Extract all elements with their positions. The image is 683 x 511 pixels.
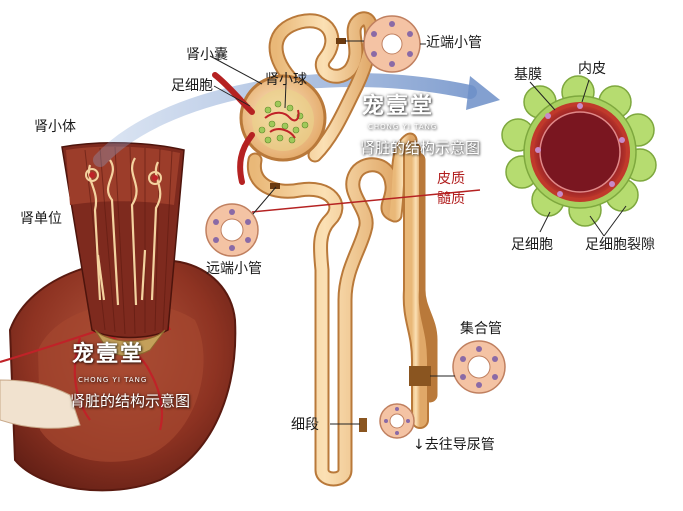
renal-corpuscle-detail [212, 72, 327, 185]
label-collecting-duct: 集合管 [460, 321, 502, 337]
distal-tubule-cross-section [205, 203, 259, 257]
label-to-ureter: ↓去往导尿管 [413, 437, 495, 453]
cortex-medulla-boundary [251, 189, 481, 213]
label-bowman-capsule: 肾小囊 [186, 47, 228, 63]
label-cortex: 皮质 [437, 171, 465, 187]
label-medulla: 髓质 [437, 191, 465, 207]
label-basement-membrane: 基膜 [514, 67, 542, 83]
nephron-tubule [246, 11, 438, 487]
kidney-cross-section [0, 258, 237, 492]
proximal-tubule-cross-section [363, 15, 421, 73]
label-distal-tubule: 远端小管 [206, 261, 262, 277]
watermark-romanized-1: CHONG YI TANG [368, 123, 438, 131]
watermark-brand-1: 宠壹堂 [362, 94, 435, 119]
watermark-brand-2: 宠壹堂 [72, 342, 145, 367]
capillary-cross-section [501, 75, 657, 227]
watermark-caption-1: 肾脏的结构示意图 [360, 139, 481, 157]
watermark-caption-2: 肾脏的结构示意图 [70, 392, 191, 410]
label-thin-segment: 细段 [291, 417, 319, 433]
thin-segment-cross-section [379, 403, 415, 439]
label-podocyte-top: 足细胞 [171, 78, 213, 94]
label-nephron: 肾单位 [20, 211, 62, 227]
label-renal-corpuscle: 肾小体 [34, 119, 76, 135]
label-proximal-tubule: 近端小管 [426, 35, 482, 51]
label-podocyte-bottom: 足细胞 [511, 237, 553, 253]
collecting-duct-cross-section [452, 340, 506, 394]
watermark-romanized-2: CHONG YI TANG [78, 376, 148, 384]
label-endothelium: 内皮 [578, 61, 606, 77]
leader-lines [209, 40, 627, 425]
label-glomerulus: 肾小球 [265, 72, 307, 88]
label-filtration-slit: 足细胞裂隙 [585, 237, 655, 253]
